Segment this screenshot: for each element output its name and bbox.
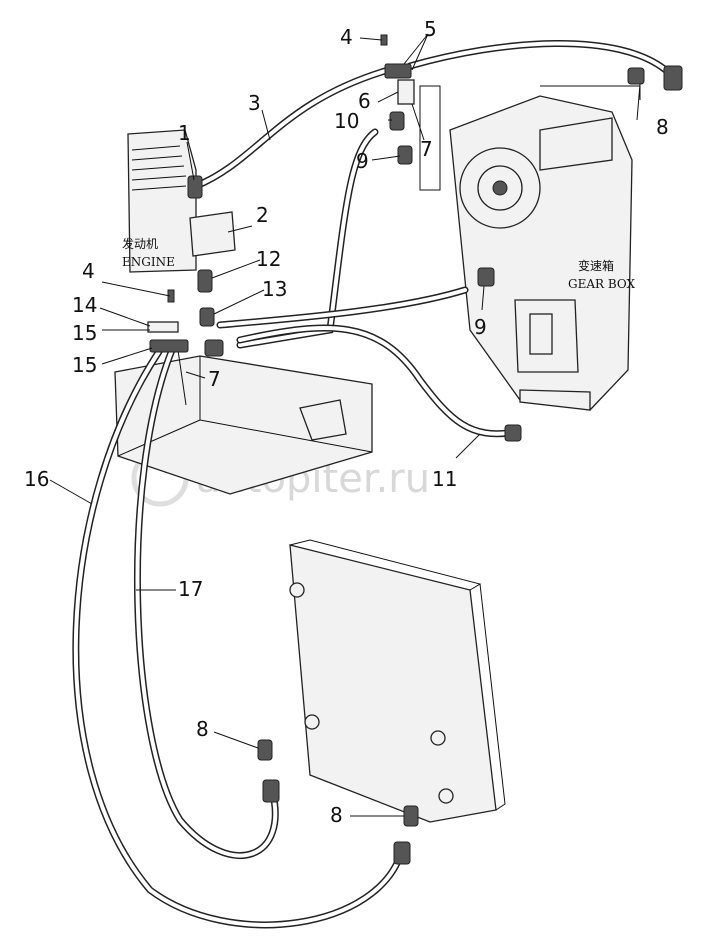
callout-17: 17 <box>178 577 203 601</box>
callout-2: 2 <box>256 203 269 227</box>
hose-16-end <box>393 841 411 865</box>
callout-9-gearbox: 9 <box>474 315 487 339</box>
filter-housing <box>189 211 236 257</box>
callout-5: 5 <box>424 17 437 41</box>
hose-11 <box>236 324 519 438</box>
callout-4-upper: 4 <box>340 25 353 49</box>
engine-base <box>114 355 373 495</box>
hose-10 <box>236 128 379 349</box>
callout-7-lower: 7 <box>208 367 221 391</box>
hose-to-gearbox-9 <box>216 286 469 329</box>
hose-16 <box>72 346 406 929</box>
callout-15-lower: 15 <box>72 353 97 377</box>
callout-15-upper: 15 <box>72 321 97 345</box>
callout-8-cooler-left: 8 <box>196 717 209 741</box>
fitting-9-gearbox <box>477 267 495 287</box>
callout-10: 10 <box>334 109 359 133</box>
fitting-13 <box>199 307 215 327</box>
hose-17 <box>134 346 279 860</box>
fitting-12 <box>197 269 213 293</box>
clamp-5 <box>384 63 412 79</box>
callout-8-top: 8 <box>656 115 669 139</box>
callout-11: 11 <box>432 467 457 491</box>
fitting-8-cooler-right <box>403 805 419 827</box>
fitting-8-cooler-left <box>257 739 273 761</box>
callout-12: 12 <box>256 247 281 271</box>
bracket-6 <box>397 79 415 105</box>
hose-11-end <box>504 424 522 442</box>
bracket-15 <box>147 321 179 333</box>
fitting-1 <box>187 175 203 199</box>
gearbox: 变速箱 GEAR BOX <box>449 95 636 411</box>
callout-6: 6 <box>358 89 371 113</box>
fittings <box>147 34 683 865</box>
fitting-10 <box>389 111 405 131</box>
engine-label-cn: 发动机 <box>122 236 158 251</box>
fitting-9-upper <box>397 145 413 165</box>
callouts: 1 2 3 4 4 5 6 7 7 8 8 8 9 9 10 11 12 13 … <box>24 17 669 827</box>
callout-9-upper: 9 <box>356 149 369 173</box>
gearbox-label-cn: 变速箱 <box>578 258 614 273</box>
callout-4-lower: 4 <box>82 259 95 283</box>
bracket-gearbox-top <box>540 85 641 100</box>
fitting-8-top <box>627 67 645 85</box>
callout-1: 1 <box>178 121 191 145</box>
hose-top-to-8 <box>406 40 672 76</box>
bracket-7-upper <box>419 85 441 191</box>
hoses <box>72 40 672 929</box>
fitting-lower-engine <box>204 339 224 357</box>
engine-block: 发动机 ENGINE <box>122 129 236 273</box>
engine-label-en: ENGINE <box>122 255 175 269</box>
callout-14: 14 <box>72 293 97 317</box>
callout-13: 13 <box>262 277 287 301</box>
hose-3 <box>192 64 399 190</box>
wire-7 <box>177 349 187 406</box>
callout-7-upper: 7 <box>420 137 433 161</box>
clamp-15 <box>149 339 189 353</box>
callout-3: 3 <box>248 91 261 115</box>
leader-lines <box>49 33 641 817</box>
hose-17-end <box>262 779 280 803</box>
callout-8-cooler-right: 8 <box>330 803 343 827</box>
elbow-8-top <box>663 65 683 91</box>
gearbox-label-en: GEAR BOX <box>568 277 636 291</box>
callout-16: 16 <box>24 467 49 491</box>
oil-cooler <box>289 539 506 823</box>
